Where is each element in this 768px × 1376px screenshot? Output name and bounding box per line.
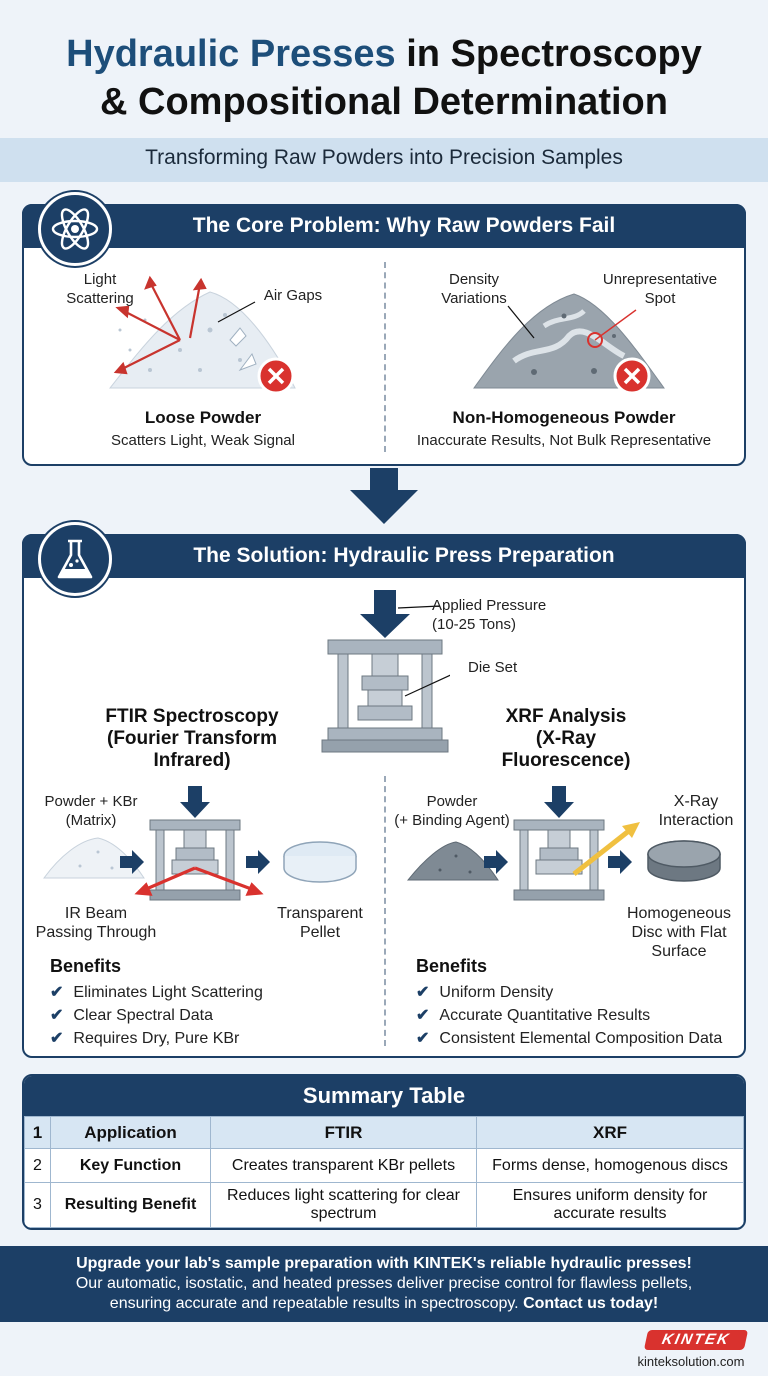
contact-link[interactable]: Contact us today! <box>523 1295 659 1312</box>
down-arrow-icon <box>350 468 418 524</box>
unrepresentative-spot-label: Unrepresentative Spot <box>602 271 718 307</box>
check-icon: ✔ <box>416 984 430 1001</box>
air-gaps-label: Air Gaps <box>263 287 323 304</box>
xrf-benefits-title: Benefits <box>416 956 488 976</box>
kintek-logo: KINTEK <box>643 1330 749 1350</box>
xrf-benefits: Benefits ✔Uniform Density ✔Accurate Quan… <box>416 956 744 1050</box>
light-scattering-label: Light Scattering <box>66 271 134 307</box>
problem-heading: The Core Problem: Why Raw Powders Fail <box>22 204 746 248</box>
applied-pressure-label: Applied Pressure (10-25 Tons) <box>432 597 547 633</box>
list-item: ✔Eliminates Light Scattering <box>50 984 263 1001</box>
check-icon: ✔ <box>50 984 64 1001</box>
ir-beam-label: IR Beam Passing Through <box>35 905 157 941</box>
hydraulic-press-illustration <box>321 590 450 753</box>
table-row: 2 Key Function Creates transparent KBr p… <box>24 1148 744 1183</box>
xrf-process-illustration <box>406 786 721 901</box>
non-homogeneous-title: Non-Homogeneous Powder <box>452 408 676 427</box>
ftir-title: FTIR Spectroscopy (Fourier Transform Inf… <box>105 706 279 771</box>
check-icon: ✔ <box>416 1030 430 1047</box>
check-icon: ✔ <box>50 1007 64 1024</box>
list-item: ✔Consistent Elemental Composition Data <box>416 1030 723 1047</box>
summary-table: 1 Application FTIR XRF 2 Key Function Cr… <box>24 1116 744 1228</box>
table-row: 1 Application FTIR XRF <box>24 1116 744 1149</box>
xrf-input-label: Powder (+ Binding Agent) <box>394 793 510 829</box>
problem-divider <box>384 262 386 452</box>
page-title: Hydraulic Presses in Spectroscopy & Comp… <box>66 33 702 123</box>
cta-banner: Upgrade your lab's sample preparation wi… <box>0 1246 768 1322</box>
table-row: 3 Resulting Benefit Reduces light scatte… <box>24 1182 744 1228</box>
loose-powder-illustration <box>108 275 296 395</box>
check-icon: ✔ <box>416 1007 430 1024</box>
site-url[interactable]: kinteksolution.com <box>637 1354 745 1369</box>
loose-powder-text: Scatters Light, Weak Signal <box>111 432 295 449</box>
list-item: ✔Clear Spectral Data <box>50 1007 214 1024</box>
xrf-title: XRF Analysis (X-Ray Fluorescence) <box>501 706 631 771</box>
xray-interaction-label: X-Ray Interaction <box>658 793 734 829</box>
non-homogeneous-powder-illustration <box>473 293 665 395</box>
list-item: ✔Accurate Quantitative Results <box>416 1007 651 1024</box>
check-icon: ✔ <box>50 1030 64 1047</box>
die-set-label: Die Set <box>468 659 518 676</box>
summary-heading: Summary Table <box>24 1076 744 1116</box>
solution-divider <box>384 776 386 1046</box>
homogeneous-disc-label: Homogeneous Disc with Flat Surface <box>626 905 732 960</box>
solution-heading: The Solution: Hydraulic Press Preparatio… <box>22 534 746 578</box>
ftir-input-label: Powder + KBr (Matrix) <box>44 793 138 829</box>
ftir-benefits-title: Benefits <box>50 956 122 976</box>
summary-card: Summary Table 1 Application FTIR XRF 2 K… <box>22 1074 746 1230</box>
atom-icon <box>38 192 112 266</box>
subtitle: Transforming Raw Powders into Precision … <box>145 146 623 169</box>
density-variations-label: Density Variations <box>441 271 507 307</box>
ftir-process-illustration <box>43 786 357 901</box>
list-item: ✔Requires Dry, Pure KBr <box>50 1030 240 1047</box>
ftir-benefits: Benefits ✔Eliminates Light Scattering ✔C… <box>50 956 370 1050</box>
non-homogeneous-text: Inaccurate Results, Not Bulk Representat… <box>416 432 712 449</box>
transparent-pellet-label: Transparent Pellet <box>277 905 363 941</box>
list-item: ✔Uniform Density <box>416 984 554 1001</box>
flask-icon <box>38 522 112 596</box>
subtitle-band <box>0 138 768 182</box>
loose-powder-title: Loose Powder <box>144 408 262 427</box>
